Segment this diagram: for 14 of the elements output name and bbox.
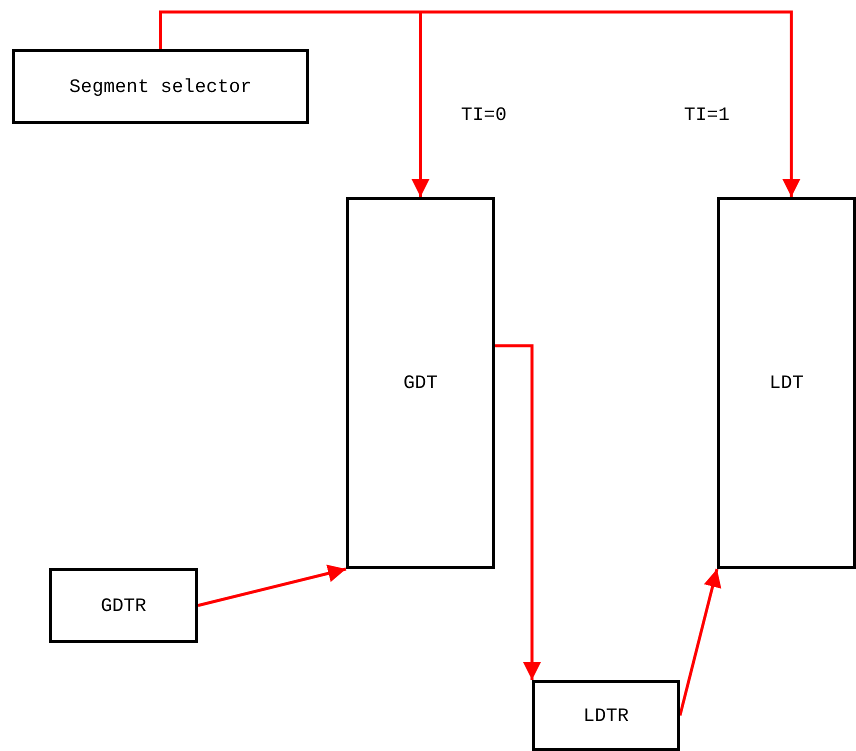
- box-label: GDTR: [100, 594, 146, 616]
- arrow: [198, 564, 346, 607]
- box-label: LDT: [769, 372, 804, 394]
- arrow: [678, 568, 722, 716]
- process-box: [532, 680, 680, 751]
- process-box: [717, 197, 856, 569]
- box-label: GDT: [403, 372, 438, 394]
- process-box: [12, 49, 309, 124]
- arrow: [495, 344, 541, 680]
- box-label: Segment selector: [69, 76, 252, 98]
- arrow: [159, 10, 800, 197]
- process-box: [346, 197, 495, 569]
- process-box: [49, 568, 198, 643]
- box-label: LDTR: [583, 704, 629, 726]
